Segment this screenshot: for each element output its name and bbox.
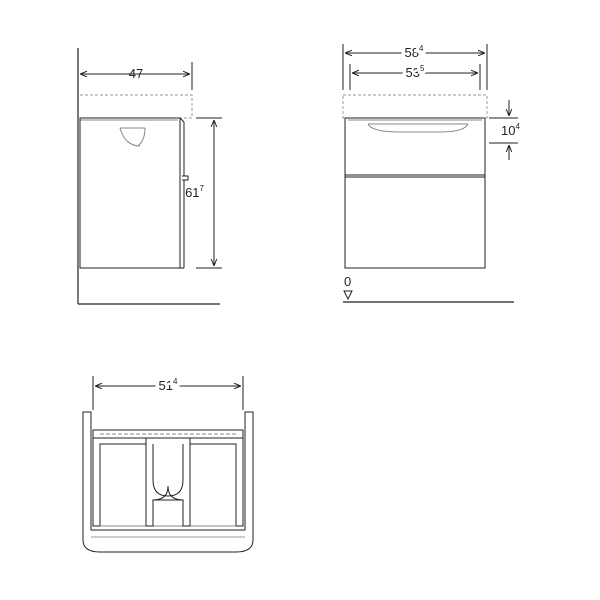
front-inner-width-label: 535	[406, 64, 425, 80]
cabinet-back-edge	[179, 117, 185, 123]
drawer-right-wall	[190, 438, 244, 527]
floor-level-triangle	[343, 290, 353, 301]
side-height-label: 617	[185, 184, 204, 200]
basin-outline	[80, 94, 193, 119]
front-view	[342, 44, 518, 303]
top-width-label: 514	[159, 377, 178, 393]
cabinet-front	[344, 117, 486, 269]
top-view	[82, 376, 254, 553]
handle	[182, 175, 189, 181]
front-basin-bowl	[348, 119, 482, 133]
drawer-left-wall	[92, 438, 146, 527]
top-outer-outline	[82, 411, 254, 553]
cabinet-side	[79, 117, 181, 269]
front-outer-width-label: 584	[405, 44, 424, 60]
front-top-height-label: 104	[501, 122, 520, 138]
basin-bowl	[80, 119, 178, 147]
floor-level-label: 0	[344, 274, 351, 289]
siphon-curve	[152, 444, 184, 497]
side-depth-label: 47	[129, 66, 143, 81]
front-basin-outline	[342, 94, 488, 119]
back-panel	[92, 429, 244, 439]
side-view	[77, 48, 222, 305]
